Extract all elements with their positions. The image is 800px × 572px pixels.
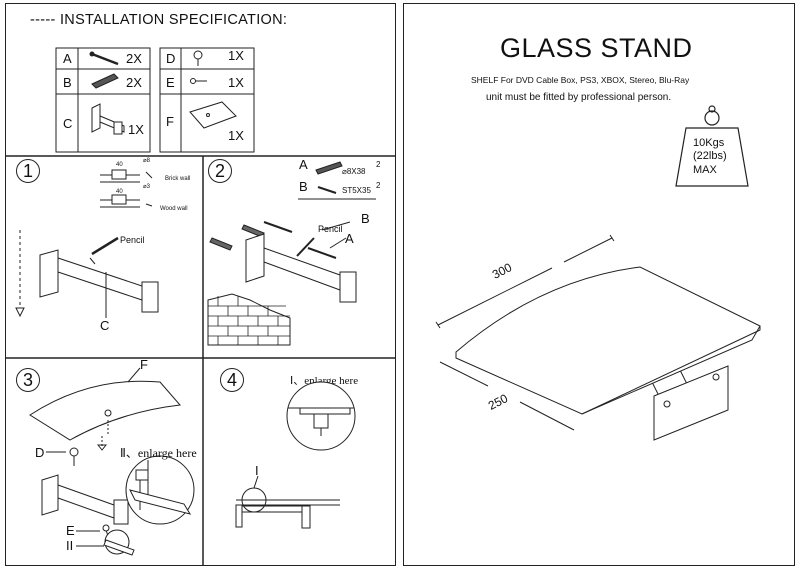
wood-dim: 40 <box>116 189 123 195</box>
part-f-glass-icon <box>189 101 237 129</box>
brick-hole-size: ⌀8 <box>143 158 150 164</box>
step-3-number: 3 <box>16 368 40 392</box>
part-d-qty: 1X <box>228 48 244 63</box>
part-a-qty: 2X <box>126 51 142 66</box>
step-2-callout-b: B <box>361 211 370 226</box>
part-e-screw-icon <box>190 78 207 84</box>
part-e-qty: 1X <box>228 75 244 90</box>
step-2-b-qty: 2 <box>376 181 381 190</box>
product-compatibility: SHELF For DVD Cable Box, PS3, XBOX, Ster… <box>471 75 690 85</box>
product-installation-note: unit must be fitted by professional pers… <box>486 92 672 103</box>
installation-panel <box>5 3 396 566</box>
step-2-a-letter: A <box>299 157 308 172</box>
part-c-qty: 1X <box>128 122 144 137</box>
step-3-part-e: E <box>66 523 75 538</box>
step-3-part-f: F <box>140 357 148 372</box>
step-2-a-spec: ⌀8X38 <box>342 167 366 176</box>
wood-hole-size: ⌀3 <box>143 184 150 190</box>
weight-kg: 10Kgs <box>693 137 725 149</box>
step-2-b-letter: B <box>299 179 308 194</box>
step-3-part-ii: II <box>66 538 74 553</box>
part-b-qty: 2X <box>126 75 142 90</box>
part-b-plug-icon <box>91 73 119 89</box>
step-4-enlarge-label: Ⅰ、enlarge here <box>290 375 359 387</box>
wood-wall-label: Wood wall <box>160 206 188 212</box>
part-a-letter: A <box>63 51 72 66</box>
brick-wall-label: Brick wall <box>165 176 191 182</box>
step-2-number: 2 <box>208 159 232 183</box>
step-4-number: 4 <box>220 368 244 392</box>
part-a-anchor-icon <box>89 51 119 66</box>
step-2-pencil-label: Pencil <box>318 224 343 234</box>
part-f-letter: F <box>166 114 174 129</box>
step-4-part-i: I <box>255 463 259 478</box>
part-c-bracket-icon <box>91 103 125 135</box>
part-f-qty: 1X <box>228 128 244 143</box>
step-3-part-d: D <box>35 445 45 460</box>
step-1-part-c: C <box>100 318 110 333</box>
step-3-enlarge-label: Ⅱ、enlarge here <box>120 446 197 460</box>
step-2-b-spec: ST5X35 <box>342 186 371 195</box>
step-2-callout-a: A <box>345 231 354 246</box>
part-d-screw-icon <box>193 50 203 66</box>
installation-header: ----- INSTALLATION SPECIFICATION: <box>30 12 288 28</box>
brick-dim: 40 <box>116 162 123 168</box>
product-panel <box>403 3 795 566</box>
step-1-pencil-label: Pencil <box>120 235 145 245</box>
part-d-letter: D <box>166 51 176 66</box>
part-c-letter: C <box>63 116 73 131</box>
weight-max: MAX <box>693 164 717 176</box>
weight-lbs: (22lbs) <box>693 150 727 162</box>
step-1-number: 1 <box>16 159 40 183</box>
step-2-a-qty: 2 <box>376 160 381 169</box>
part-b-letter: B <box>63 75 72 90</box>
product-title: GLASS STAND <box>500 33 693 63</box>
part-e-letter: E <box>166 75 175 90</box>
